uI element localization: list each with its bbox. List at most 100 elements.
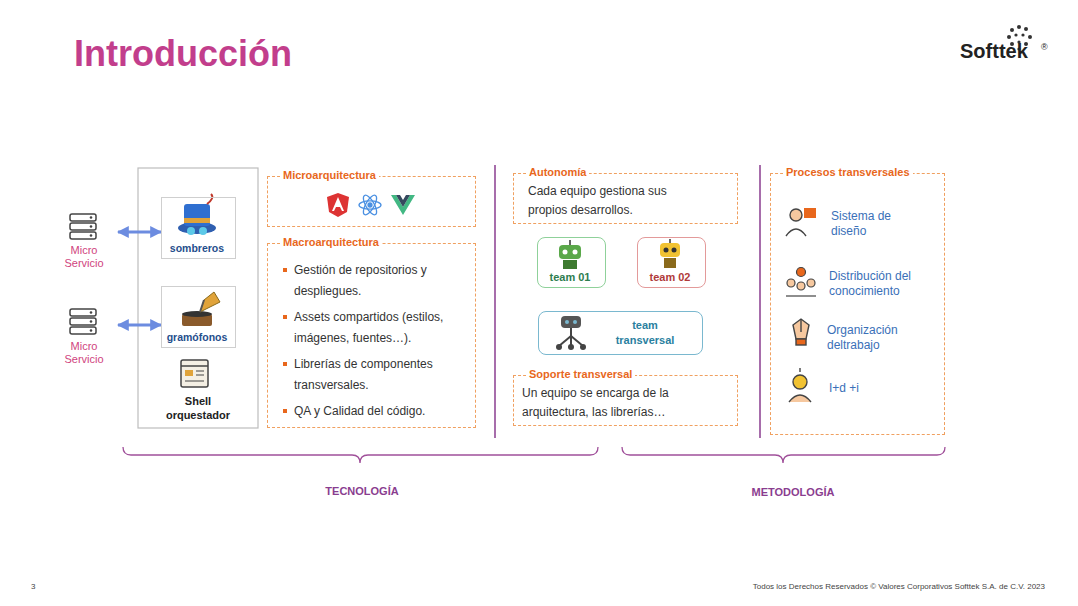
body-text: I+d +i bbox=[829, 381, 919, 396]
angular-logo-part bbox=[332, 197, 344, 211]
bracket-part bbox=[123, 447, 598, 463]
server-icon-part bbox=[90, 225, 93, 228]
team-box: team 01 bbox=[537, 237, 606, 288]
frontend-box: sombreros bbox=[161, 197, 236, 259]
angular-logo bbox=[327, 193, 349, 217]
work-organization-icon bbox=[793, 319, 809, 345]
browser-window-icon-part bbox=[196, 375, 204, 376]
server-icon-part bbox=[70, 214, 96, 221]
design-system-icon-part bbox=[786, 229, 806, 236]
team-box: team transversal bbox=[538, 311, 703, 355]
box-label: sombreros bbox=[162, 242, 232, 254]
server-icon-part bbox=[90, 216, 93, 219]
server-icon bbox=[70, 309, 96, 334]
robot-icon-part bbox=[660, 243, 680, 257]
frontend-box: gramófonos bbox=[161, 286, 236, 348]
top-hat-icon-part bbox=[184, 218, 210, 223]
robot-icon-part bbox=[563, 250, 568, 255]
shell-container bbox=[138, 168, 258, 428]
section-heading: Autonomía bbox=[526, 166, 589, 178]
page-number: 3 bbox=[31, 582, 35, 591]
section-box: Procesos transversalesSistema de diseñoD… bbox=[770, 173, 945, 435]
box-label: team transversal bbox=[605, 318, 685, 348]
knowledge-sharing-icon bbox=[786, 268, 816, 297]
top-hat-icon-part bbox=[207, 194, 212, 204]
robot-icon-part bbox=[664, 248, 669, 253]
server-icon-part bbox=[70, 223, 96, 230]
robot-icon-part bbox=[569, 240, 571, 245]
robot-network-icon-part bbox=[568, 344, 574, 350]
work-organization-icon-part bbox=[793, 319, 809, 339]
browser-window-icon-part bbox=[181, 365, 208, 367]
body-text: Gestión de repositorios y despliegues. bbox=[294, 260, 466, 302]
robot-network-icon-part bbox=[565, 320, 569, 324]
browser-window-icon-part bbox=[196, 371, 204, 372]
box-label: team 01 bbox=[538, 271, 602, 283]
bracket bbox=[123, 447, 598, 463]
body-text: Cada equipo gestiona sus propios desarro… bbox=[528, 182, 708, 220]
section-heading: Microarquitectura bbox=[280, 169, 379, 181]
vue-logo-part bbox=[391, 195, 415, 215]
robot-network-icon-part bbox=[571, 336, 583, 346]
box-label: team 02 bbox=[638, 271, 702, 283]
react-logo-part bbox=[368, 203, 372, 207]
section-divider bbox=[759, 165, 761, 438]
brand-name: Softtek bbox=[960, 40, 1028, 63]
section-label: TECNOLOGÍA bbox=[300, 485, 424, 497]
robot-network-icon-part bbox=[570, 328, 572, 336]
robot-icon-part bbox=[672, 248, 677, 253]
softtek-logo-icon-part bbox=[1021, 33, 1024, 36]
body-text: Librerías de componentes transversales. bbox=[294, 354, 466, 396]
server-icon-part bbox=[70, 309, 96, 316]
section-heading: Soporte transversal bbox=[526, 368, 635, 380]
service-icon-node: Micro Servicio bbox=[54, 305, 118, 370]
browser-window-icon-part bbox=[185, 381, 204, 382]
team-box: team 02 bbox=[637, 237, 706, 288]
section-box: Microarquitectura bbox=[267, 176, 476, 227]
server-icon-part bbox=[70, 318, 96, 325]
server-icon-part bbox=[70, 327, 96, 334]
gramophone-icon-part bbox=[182, 311, 212, 317]
robot-network-icon-part bbox=[580, 344, 586, 350]
server-icon-part bbox=[70, 232, 96, 239]
vue-logo bbox=[391, 195, 415, 215]
robot-network-icon-part bbox=[556, 344, 562, 350]
double-arrow bbox=[118, 231, 161, 234]
bracket bbox=[622, 447, 945, 463]
robot-network-icon-part bbox=[559, 336, 571, 346]
research-icon-part bbox=[799, 368, 800, 372]
robot-icon-part bbox=[573, 250, 578, 255]
knowledge-sharing-icon-part bbox=[797, 268, 806, 277]
softtek-logo-icon-part bbox=[1010, 28, 1014, 32]
robot-icon bbox=[559, 240, 581, 269]
section-heading: Macroarquitectura bbox=[280, 236, 382, 248]
robot-icon-part bbox=[664, 258, 676, 268]
section-divider bbox=[494, 165, 496, 438]
knowledge-sharing-icon-part bbox=[797, 282, 805, 290]
browser-window-icon bbox=[181, 360, 208, 387]
slide-title: Introducción bbox=[74, 33, 292, 75]
server-icon-part bbox=[90, 329, 93, 332]
design-system-icon-part bbox=[804, 208, 816, 218]
react-logo-part bbox=[361, 193, 379, 216]
gramophone-icon bbox=[182, 292, 220, 326]
top-hat-icon bbox=[178, 194, 216, 235]
softtek-logo-icon-part bbox=[1017, 25, 1021, 29]
footer-note: Todos los Derechos Reservados © Valores … bbox=[640, 582, 1045, 591]
body-text: QA y Calidad del código. bbox=[294, 401, 466, 422]
softtek-logo-icon-part bbox=[1014, 33, 1017, 36]
box-label: Micro Servicio bbox=[54, 340, 114, 366]
section-box: Soporte transversalUn equipo se encarga … bbox=[513, 375, 738, 426]
softtek-logo-icon-part bbox=[1024, 27, 1028, 31]
knowledge-sharing-icon-part bbox=[807, 279, 815, 287]
robot-network-icon-part bbox=[573, 320, 577, 324]
vue-logo-part bbox=[396, 195, 410, 207]
registered-mark: ® bbox=[1041, 42, 1048, 52]
top-hat-icon-part bbox=[184, 204, 210, 226]
work-organization-icon-part bbox=[796, 339, 806, 345]
top-hat-icon-part bbox=[187, 227, 195, 235]
design-system-icon bbox=[786, 208, 816, 236]
body-text: Organización deltrabajo bbox=[827, 323, 927, 353]
section-heading: Procesos transversales bbox=[783, 166, 913, 178]
